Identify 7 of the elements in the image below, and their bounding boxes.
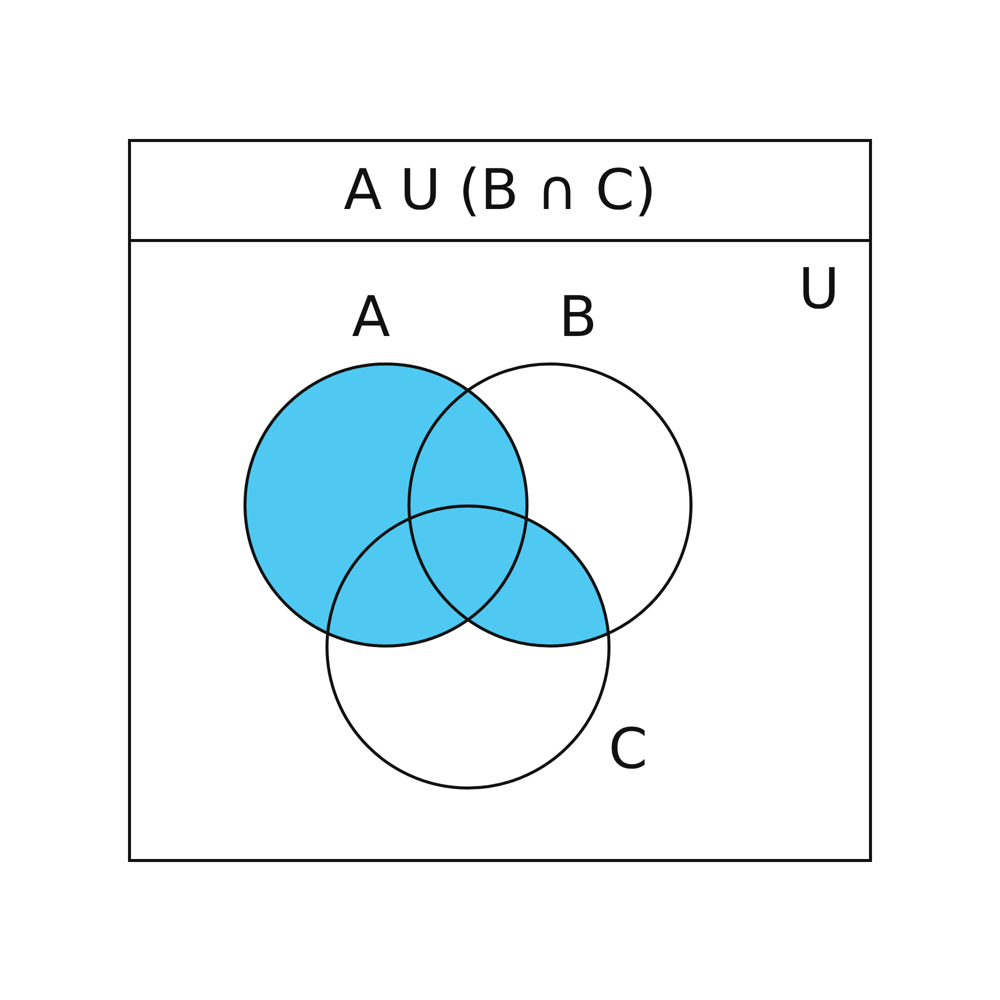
universe-box: [128, 242, 872, 862]
universe-label: U: [798, 262, 840, 318]
formula-heading-band: [128, 139, 872, 242]
formula-title: A U (B ∩ C): [344, 162, 656, 218]
set-label: B: [558, 290, 598, 346]
set-label: C: [608, 722, 648, 778]
set-label: A: [352, 290, 390, 346]
